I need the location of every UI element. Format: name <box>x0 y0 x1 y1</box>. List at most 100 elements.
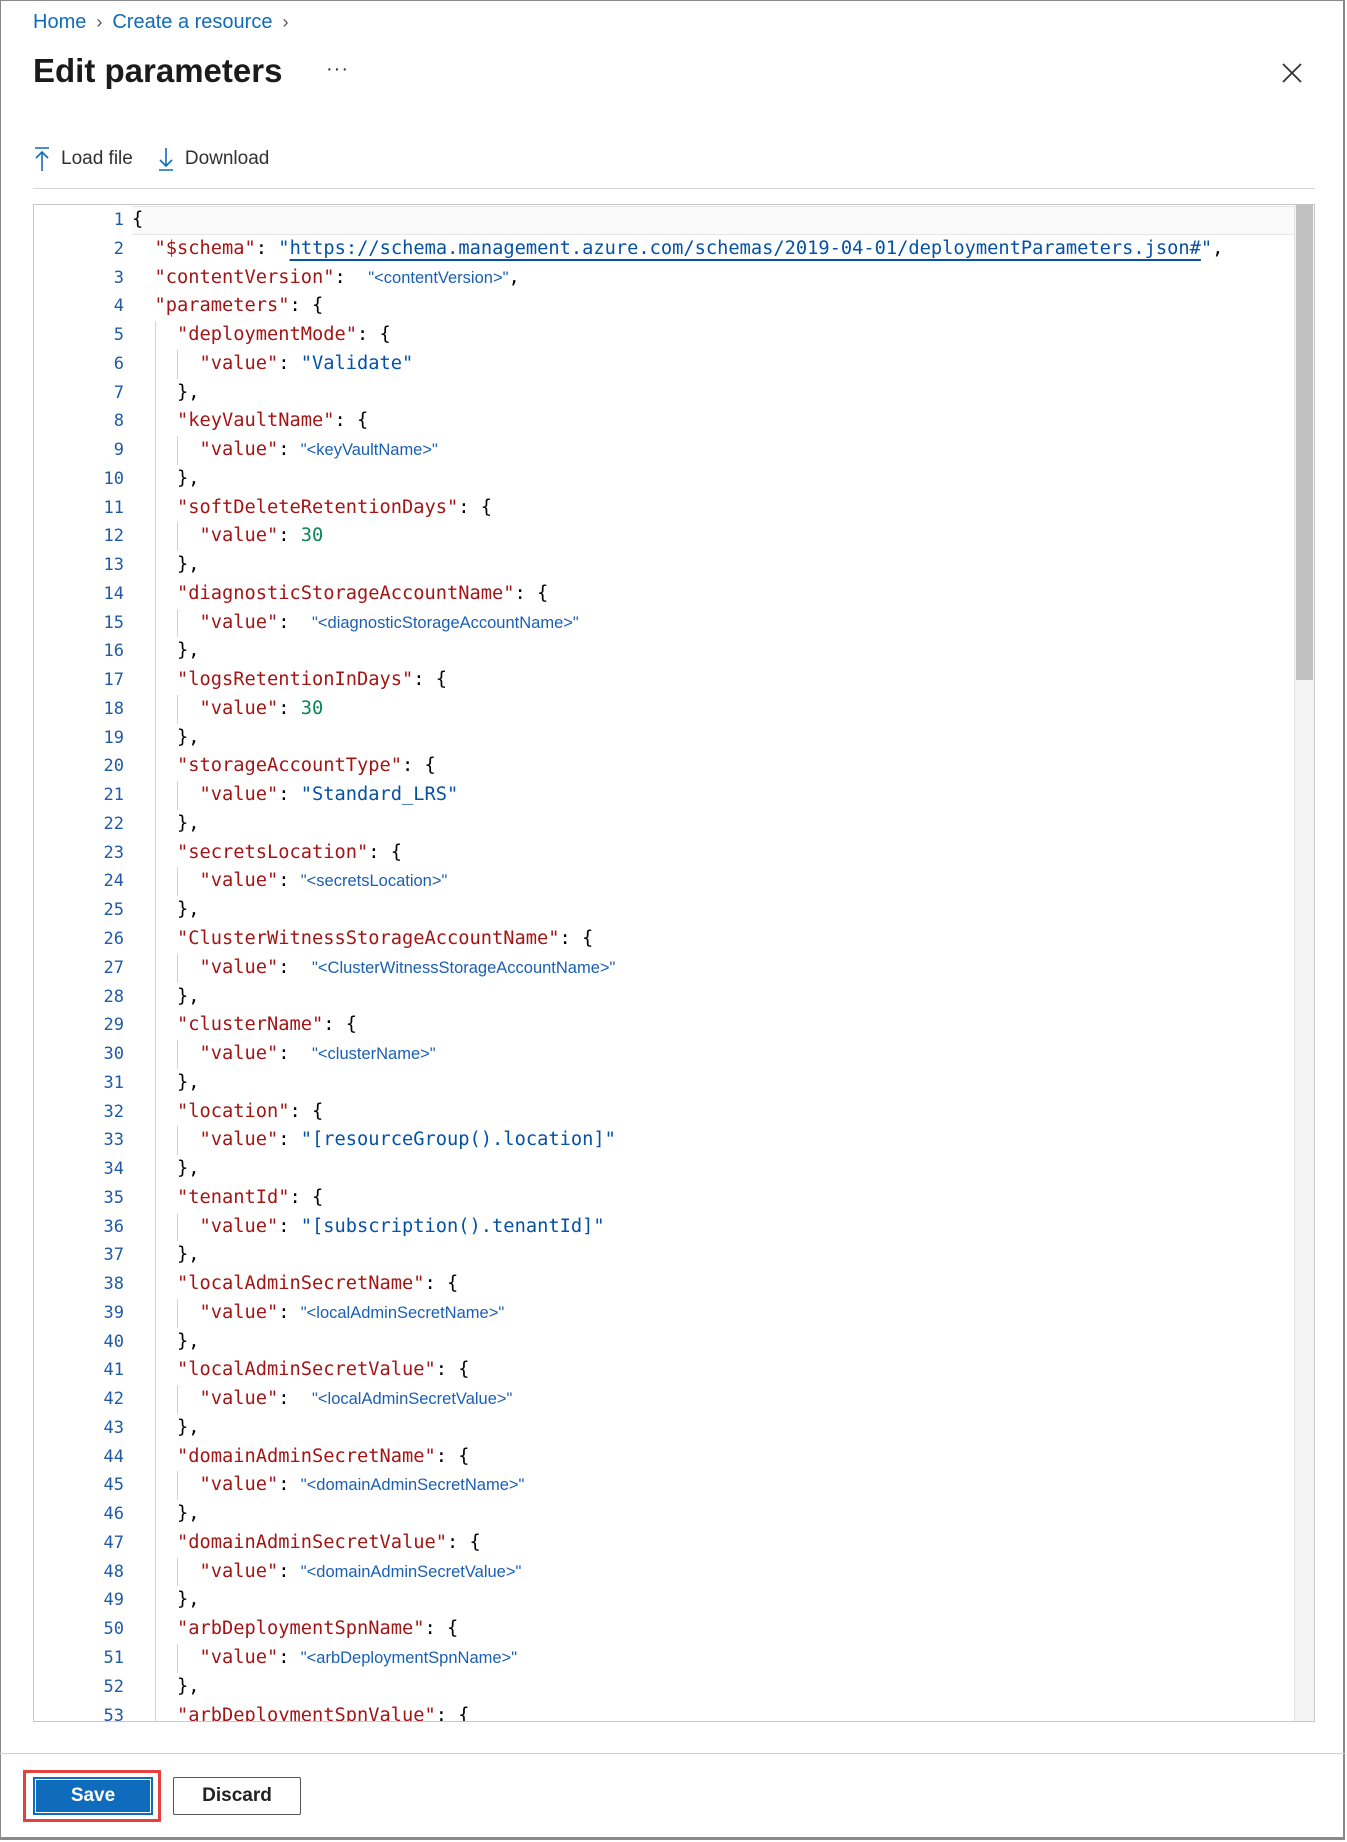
code-line[interactable]: }, <box>132 465 200 494</box>
code-line[interactable]: "contentVersion": "<contentVersion>", <box>132 264 520 293</box>
code-line[interactable]: "value": "<clusterName>" <box>132 1040 436 1069</box>
json-punctuation: : { <box>435 1445 470 1467</box>
download-button[interactable]: Download <box>157 146 269 172</box>
code-line[interactable]: "storageAccountType": { <box>132 752 436 781</box>
code-line[interactable]: "ClusterWitnessStorageAccountName": { <box>132 925 593 954</box>
more-options-button[interactable]: ··· <box>326 58 349 80</box>
json-key: "value" <box>199 1560 279 1582</box>
code-line[interactable]: }, <box>132 983 200 1012</box>
code-line[interactable]: "value": "[subscription().tenantId]" <box>132 1213 605 1242</box>
code-line[interactable]: "value": "<diagnosticStorageAccountName>… <box>132 609 579 638</box>
code-line[interactable]: "value": "<domainAdminSecretName>" <box>132 1471 525 1500</box>
code-line[interactable]: }, <box>132 1500 200 1529</box>
indent-guide <box>154 1270 156 1299</box>
code-line[interactable]: "tenantId": { <box>132 1184 323 1213</box>
placeholder-value: "<contentVersion>" <box>368 268 509 287</box>
code-line[interactable]: "location": { <box>132 1098 323 1127</box>
code-line[interactable]: "parameters": { <box>132 292 324 321</box>
json-key: "value" <box>199 784 279 806</box>
code-line[interactable]: "value": "<secretsLocation>" <box>132 867 448 896</box>
close-icon[interactable] <box>1279 60 1305 86</box>
line-number: 14 <box>103 583 124 604</box>
json-punctuation: }, <box>177 467 200 489</box>
code-line[interactable]: "value": "<keyVaultName>" <box>132 436 438 465</box>
code-line[interactable]: "domainAdminSecretValue": { <box>132 1529 481 1558</box>
json-value: "Validate" <box>300 352 414 374</box>
code-line[interactable]: "localAdminSecretValue": { <box>132 1356 470 1385</box>
code-line[interactable]: "value": "Validate" <box>132 350 414 379</box>
code-line[interactable]: "keyVaultName": { <box>132 407 368 436</box>
code-line[interactable]: "value": "[resourceGroup().location]" <box>132 1126 616 1155</box>
line-number: 19 <box>103 727 124 748</box>
code-line[interactable]: }, <box>132 551 200 580</box>
code-line[interactable]: }, <box>132 1241 200 1270</box>
code-line[interactable]: "arbDeploymentSpnValue": { <box>132 1702 470 1721</box>
indent-guide <box>154 1528 156 1558</box>
scrollbar-thumb[interactable] <box>1296 205 1313 680</box>
code-line[interactable]: "softDeleteRetentionDays": { <box>132 494 492 523</box>
code-line[interactable]: }, <box>132 810 200 839</box>
json-key: "value" <box>199 956 279 978</box>
code-line[interactable]: "logsRetentionInDays": { <box>132 666 447 695</box>
code-line[interactable]: }, <box>132 896 200 925</box>
line-number: 13 <box>103 555 124 576</box>
discard-button[interactable]: Discard <box>173 1777 301 1815</box>
json-key: "$schema" <box>154 237 256 259</box>
code-line[interactable]: "value": "<ClusterWitnessStorageAccountN… <box>132 954 616 983</box>
code-line[interactable]: "diagnosticStorageAccountName": { <box>132 580 548 609</box>
code-line[interactable]: }, <box>132 1155 200 1184</box>
code-line[interactable]: "clusterName": { <box>132 1011 357 1040</box>
line-number: 50 <box>103 1619 124 1640</box>
code-line[interactable]: "value": "<localAdminSecretName>" <box>132 1299 505 1328</box>
indent-guide <box>154 522 156 552</box>
json-punctuation: { <box>132 209 144 230</box>
code-line[interactable]: "value": "<arbDeploymentSpnName>" <box>132 1644 518 1673</box>
save-button[interactable]: Save <box>33 1777 153 1815</box>
code-line[interactable]: }, <box>132 1328 200 1357</box>
code-line[interactable]: "value": "<domainAdminSecretValue>" <box>132 1558 522 1587</box>
json-key: "diagnosticStorageAccountName" <box>177 582 515 604</box>
json-punctuation: : <box>334 266 369 288</box>
code-line[interactable]: }, <box>132 1673 200 1702</box>
code-line[interactable]: "value": "Standard_LRS" <box>132 781 459 810</box>
indent-guide <box>154 1327 156 1357</box>
code-line[interactable]: "value": 30 <box>132 695 324 724</box>
json-punctuation: : { <box>424 1618 459 1640</box>
load-file-button[interactable]: Load file <box>33 146 133 172</box>
json-key: "tenantId" <box>177 1186 290 1208</box>
indent-guide <box>154 551 156 580</box>
indent-guide <box>154 694 156 724</box>
indent-guide <box>154 1672 156 1702</box>
code-line[interactable]: "domainAdminSecretName": { <box>132 1443 470 1472</box>
indent-guide <box>154 1155 156 1184</box>
code-line[interactable]: "$schema": "https://schema.management.az… <box>132 235 1224 264</box>
indent-guide <box>177 522 179 552</box>
code-area[interactable]: { "$schema": "https://schema.management.… <box>132 205 1294 1721</box>
json-punctuation: : { <box>334 410 369 432</box>
code-line[interactable]: "secretsLocation": { <box>132 839 402 868</box>
line-number: 32 <box>103 1101 124 1122</box>
code-line[interactable]: }, <box>132 724 200 753</box>
breadcrumb-create-resource[interactable]: Create a resource <box>112 11 273 33</box>
json-key: "logsRetentionInDays" <box>177 669 414 691</box>
schema-link[interactable]: https://schema.management.azure.com/sche… <box>289 237 1201 259</box>
code-line[interactable]: }, <box>132 637 200 666</box>
code-line[interactable]: "deploymentMode": { <box>132 321 391 350</box>
breadcrumb-home[interactable]: Home <box>33 11 87 33</box>
code-line[interactable]: { <box>132 206 143 235</box>
code-line[interactable]: }, <box>132 379 200 408</box>
code-line[interactable]: }, <box>132 1069 200 1098</box>
json-key: "value" <box>199 439 279 461</box>
code-line[interactable]: }, <box>132 1586 200 1615</box>
vertical-scrollbar[interactable] <box>1294 205 1314 1721</box>
indent-guide <box>177 608 179 638</box>
json-key: "keyVaultName" <box>177 410 335 432</box>
code-line[interactable]: "value": "<localAdminSecretValue>" <box>132 1385 513 1414</box>
code-line[interactable]: "arbDeploymentSpnName": { <box>132 1615 458 1644</box>
code-line[interactable]: }, <box>132 1414 200 1443</box>
code-line[interactable]: "localAdminSecretName": { <box>132 1270 458 1299</box>
indent-guide <box>154 925 156 954</box>
code-line[interactable]: "value": 30 <box>132 522 324 551</box>
